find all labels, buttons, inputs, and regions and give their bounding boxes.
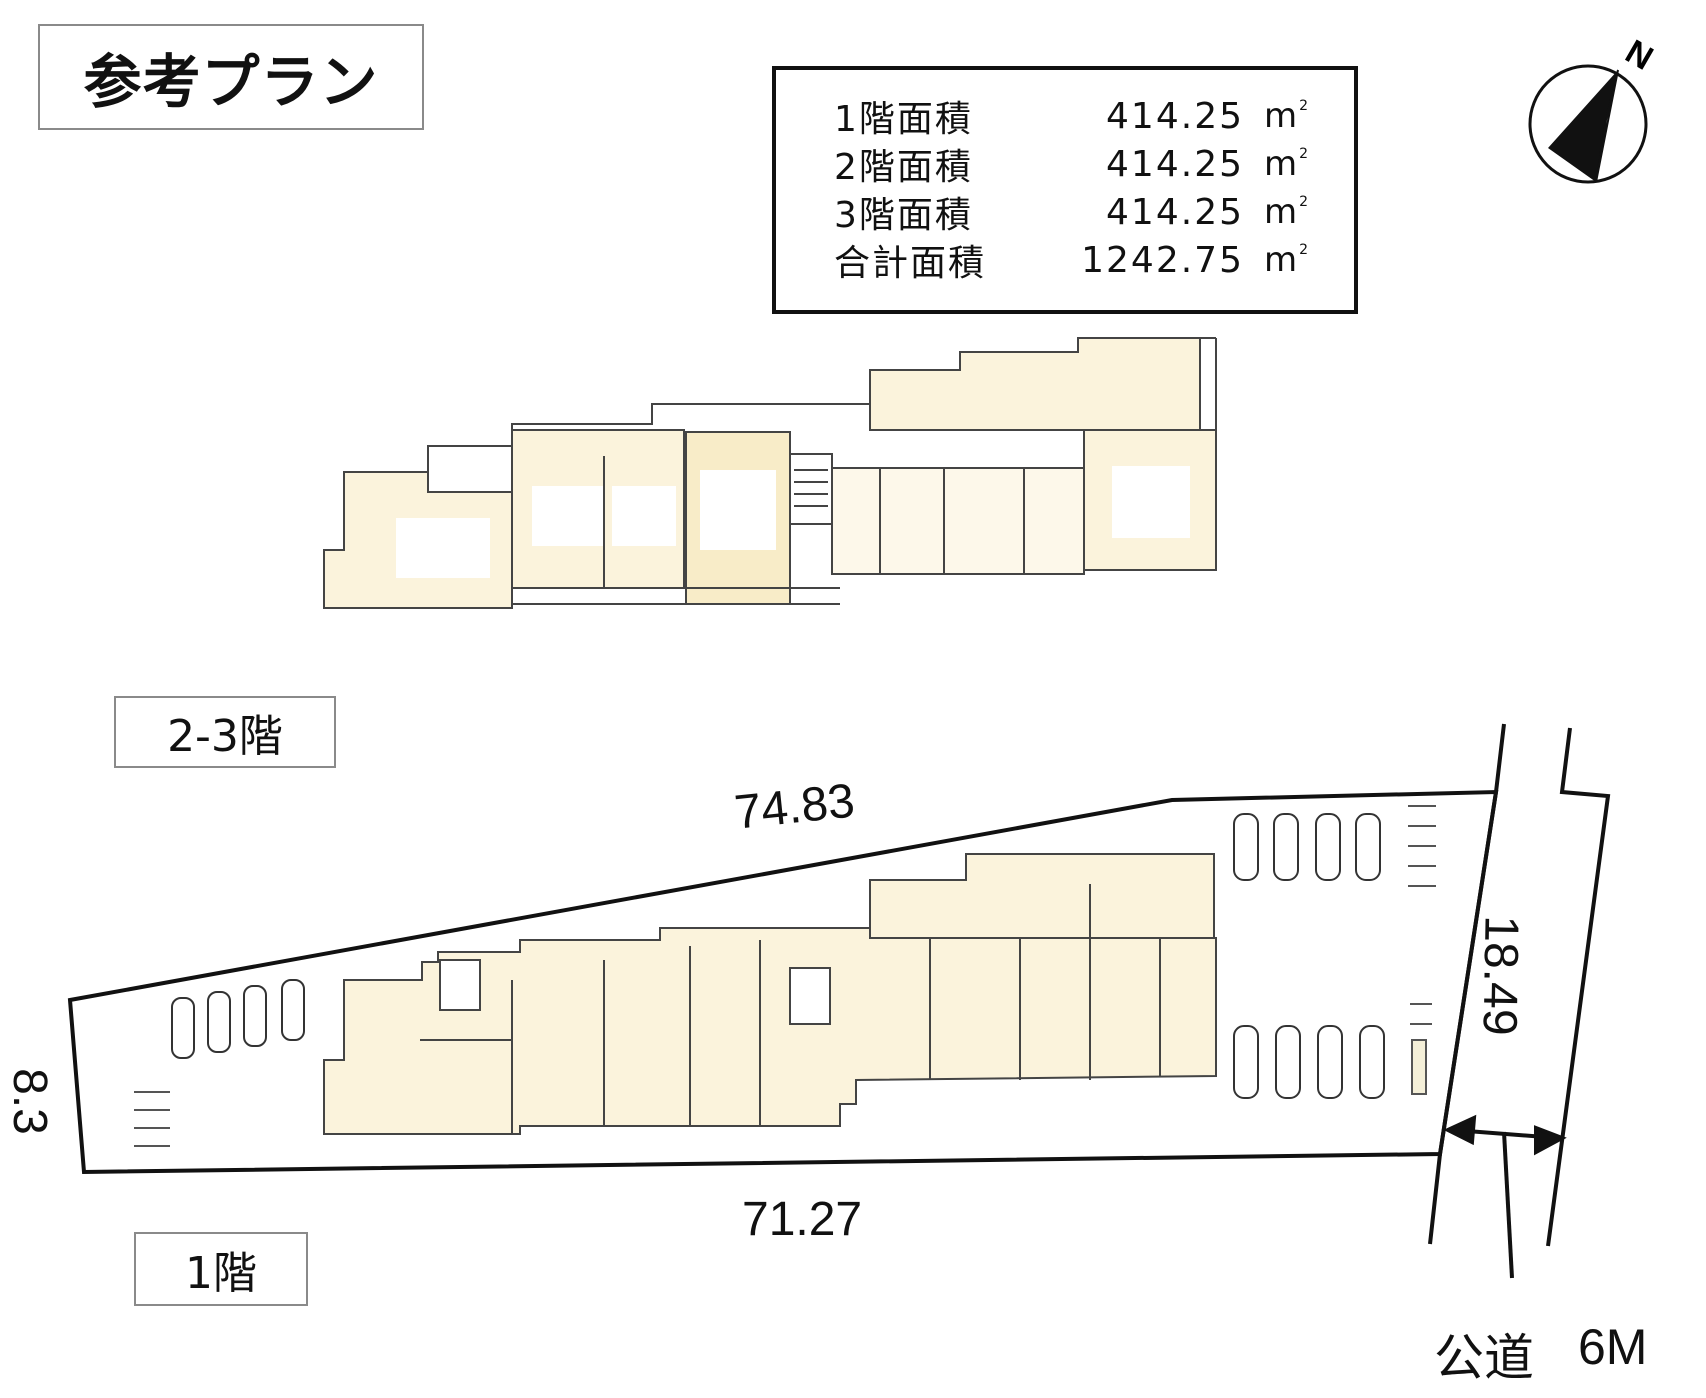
road-label: 公道 6M (1434, 1318, 1647, 1390)
area-value: 414.25 (1106, 191, 1244, 233)
area-name: 2階面積 (834, 147, 973, 188)
area-unit: m2 (1264, 240, 1311, 280)
east-edge-dimension: 18.49 (1472, 914, 1528, 1037)
area-unit: m2 (1264, 192, 1311, 232)
area-name: 合計面積 (834, 243, 987, 284)
area-row-2f: 2階面積 414.25 m2 (834, 140, 1324, 189)
area-name: 1階面積 (834, 99, 973, 140)
bicycle-racks (134, 805, 1436, 1147)
area-row-1f: 1階面積 414.25 m2 (834, 92, 1324, 141)
upper-floor-label: 2-3階 (114, 696, 336, 768)
road-width-arrow (1443, 1114, 1567, 1279)
upper-floor-plan (323, 337, 1217, 609)
area-row-3f: 3階面積 414.25 m2 (834, 188, 1324, 237)
area-value: 1242.75 (1081, 239, 1244, 281)
plan-title: 参考プラン (38, 24, 424, 130)
road-width: 6M (1578, 1319, 1648, 1375)
area-name: 3階面積 (834, 195, 973, 236)
south-edge-dimension: 71.27 (742, 1193, 863, 1246)
area-row-total: 合計面積 1242.75 m2 (834, 236, 1324, 285)
area-value: 414.25 (1106, 143, 1244, 185)
area-unit: m2 (1264, 96, 1311, 136)
area-unit: m2 (1264, 144, 1311, 184)
area-value: 414.25 (1106, 95, 1244, 137)
ground-floor-label: 1階 (134, 1232, 308, 1306)
parking-spaces (171, 813, 1385, 1099)
public-road (1428, 723, 1611, 1247)
area-table: 1階面積 414.25 m2 2階面積 414.25 m2 3階面積 414.2… (772, 66, 1358, 314)
north-compass-icon: N (1528, 33, 1659, 184)
road-name: 公道 (1434, 1330, 1534, 1386)
compass-letter: N (1619, 33, 1659, 78)
west-edge-dimension: 8.3 (2, 1068, 56, 1135)
ground-floor-plan (323, 853, 1217, 1135)
